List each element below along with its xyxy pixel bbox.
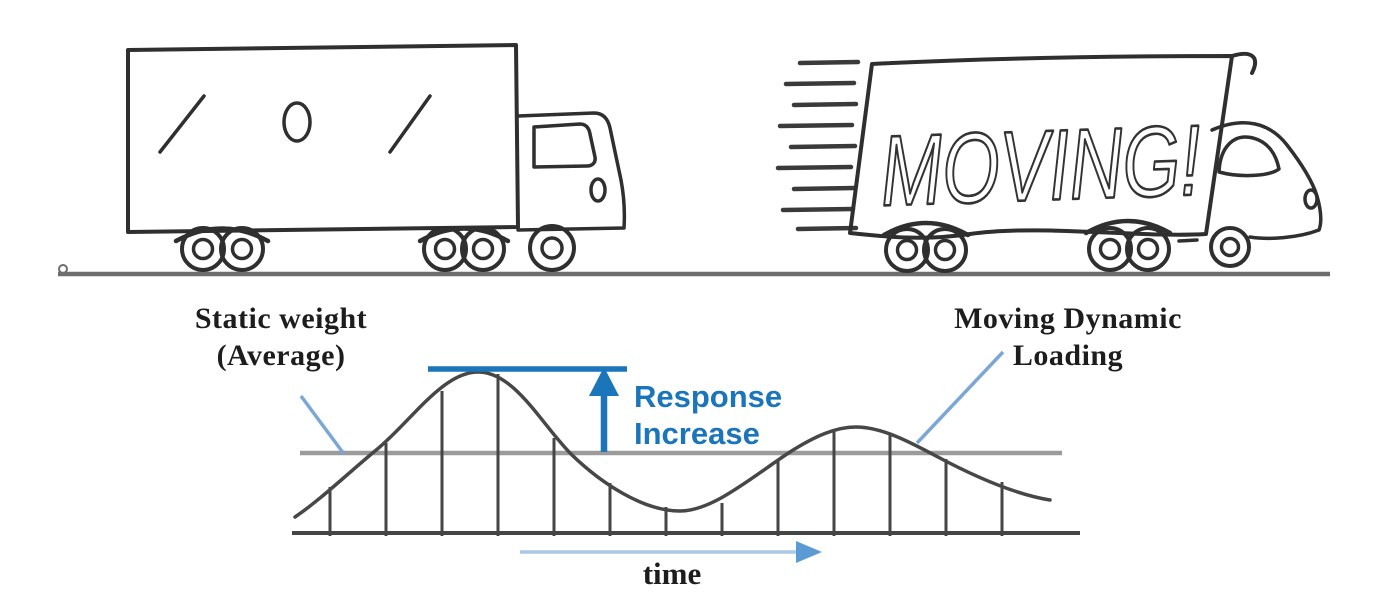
moving-truck-cab xyxy=(1210,121,1323,241)
static-weight-label-line1: Static weight xyxy=(194,302,368,335)
static-truck-sketch-mark xyxy=(282,101,312,143)
speed-lines xyxy=(775,59,861,232)
moving-truck-wheels xyxy=(884,226,1251,273)
static-weight-leader-line xyxy=(299,394,346,456)
moving-truck-lettering: MOVING! xyxy=(879,104,1203,227)
moving-truck-box-curl xyxy=(1230,51,1258,75)
moving-dynamic-label-line1: Moving Dynamic xyxy=(954,302,1182,335)
static-truck-illustration xyxy=(126,43,627,272)
moving-truck-window xyxy=(1217,135,1281,178)
static-weight-label: Static weight (Average) xyxy=(150,300,412,374)
static-truck-wheels xyxy=(180,224,576,272)
response-graph xyxy=(292,350,1080,563)
moving-truck-chassis-dash xyxy=(1177,238,1199,243)
arrow-right-icon xyxy=(520,541,822,563)
moving-dynamic-label: Moving Dynamic Loading xyxy=(928,300,1208,374)
curve-posts xyxy=(328,374,1004,536)
static-truck-window xyxy=(532,122,597,169)
response-increase-label: Response Increase xyxy=(634,378,844,452)
time-axis-label: time xyxy=(642,556,702,591)
moving-truck-headlight xyxy=(1303,188,1319,210)
dynamic-response-curve xyxy=(293,370,1052,519)
static-truck-headlight xyxy=(589,177,607,203)
moving-dynamic-label-line2: Loading xyxy=(1012,339,1124,372)
moving-truck-fender xyxy=(881,220,971,238)
moving-truck-illustration: MOVING! xyxy=(775,51,1323,273)
arrow-up-icon xyxy=(589,367,619,452)
ground-line xyxy=(58,264,1330,277)
moving-dynamic-leader-line xyxy=(915,350,1005,445)
static-weight-label-line2: (Average) xyxy=(216,339,346,372)
static-truck-box xyxy=(126,43,520,234)
moving-truck-fender xyxy=(1083,218,1173,236)
response-increase-label-line2: Increase xyxy=(634,416,760,451)
static-truck-cab xyxy=(516,111,627,232)
static-truck-sketch-mark xyxy=(158,94,206,154)
response-increase-label-line1: Response xyxy=(634,379,783,414)
static-truck-sketch-mark xyxy=(388,94,432,154)
